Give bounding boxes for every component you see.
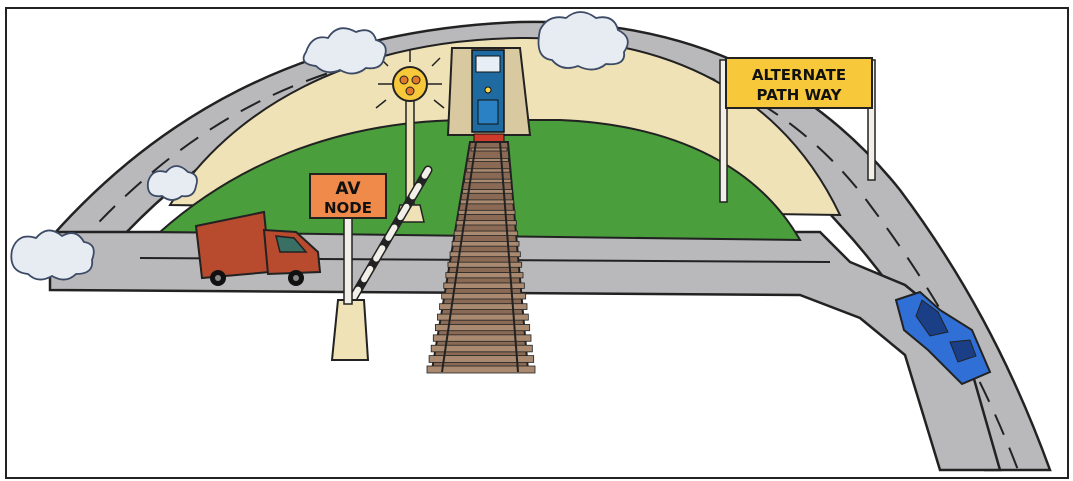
alternate-pathway-sign-line1: ALTERNATE <box>752 66 846 84</box>
track-barrier <box>474 134 504 142</box>
av-node-sign-line2: NODE <box>324 199 372 217</box>
alternate-pathway-sign-line2: PATH WAY <box>757 86 843 104</box>
av-node-sign-line1: AV <box>335 179 361 199</box>
train-icon <box>472 50 504 132</box>
